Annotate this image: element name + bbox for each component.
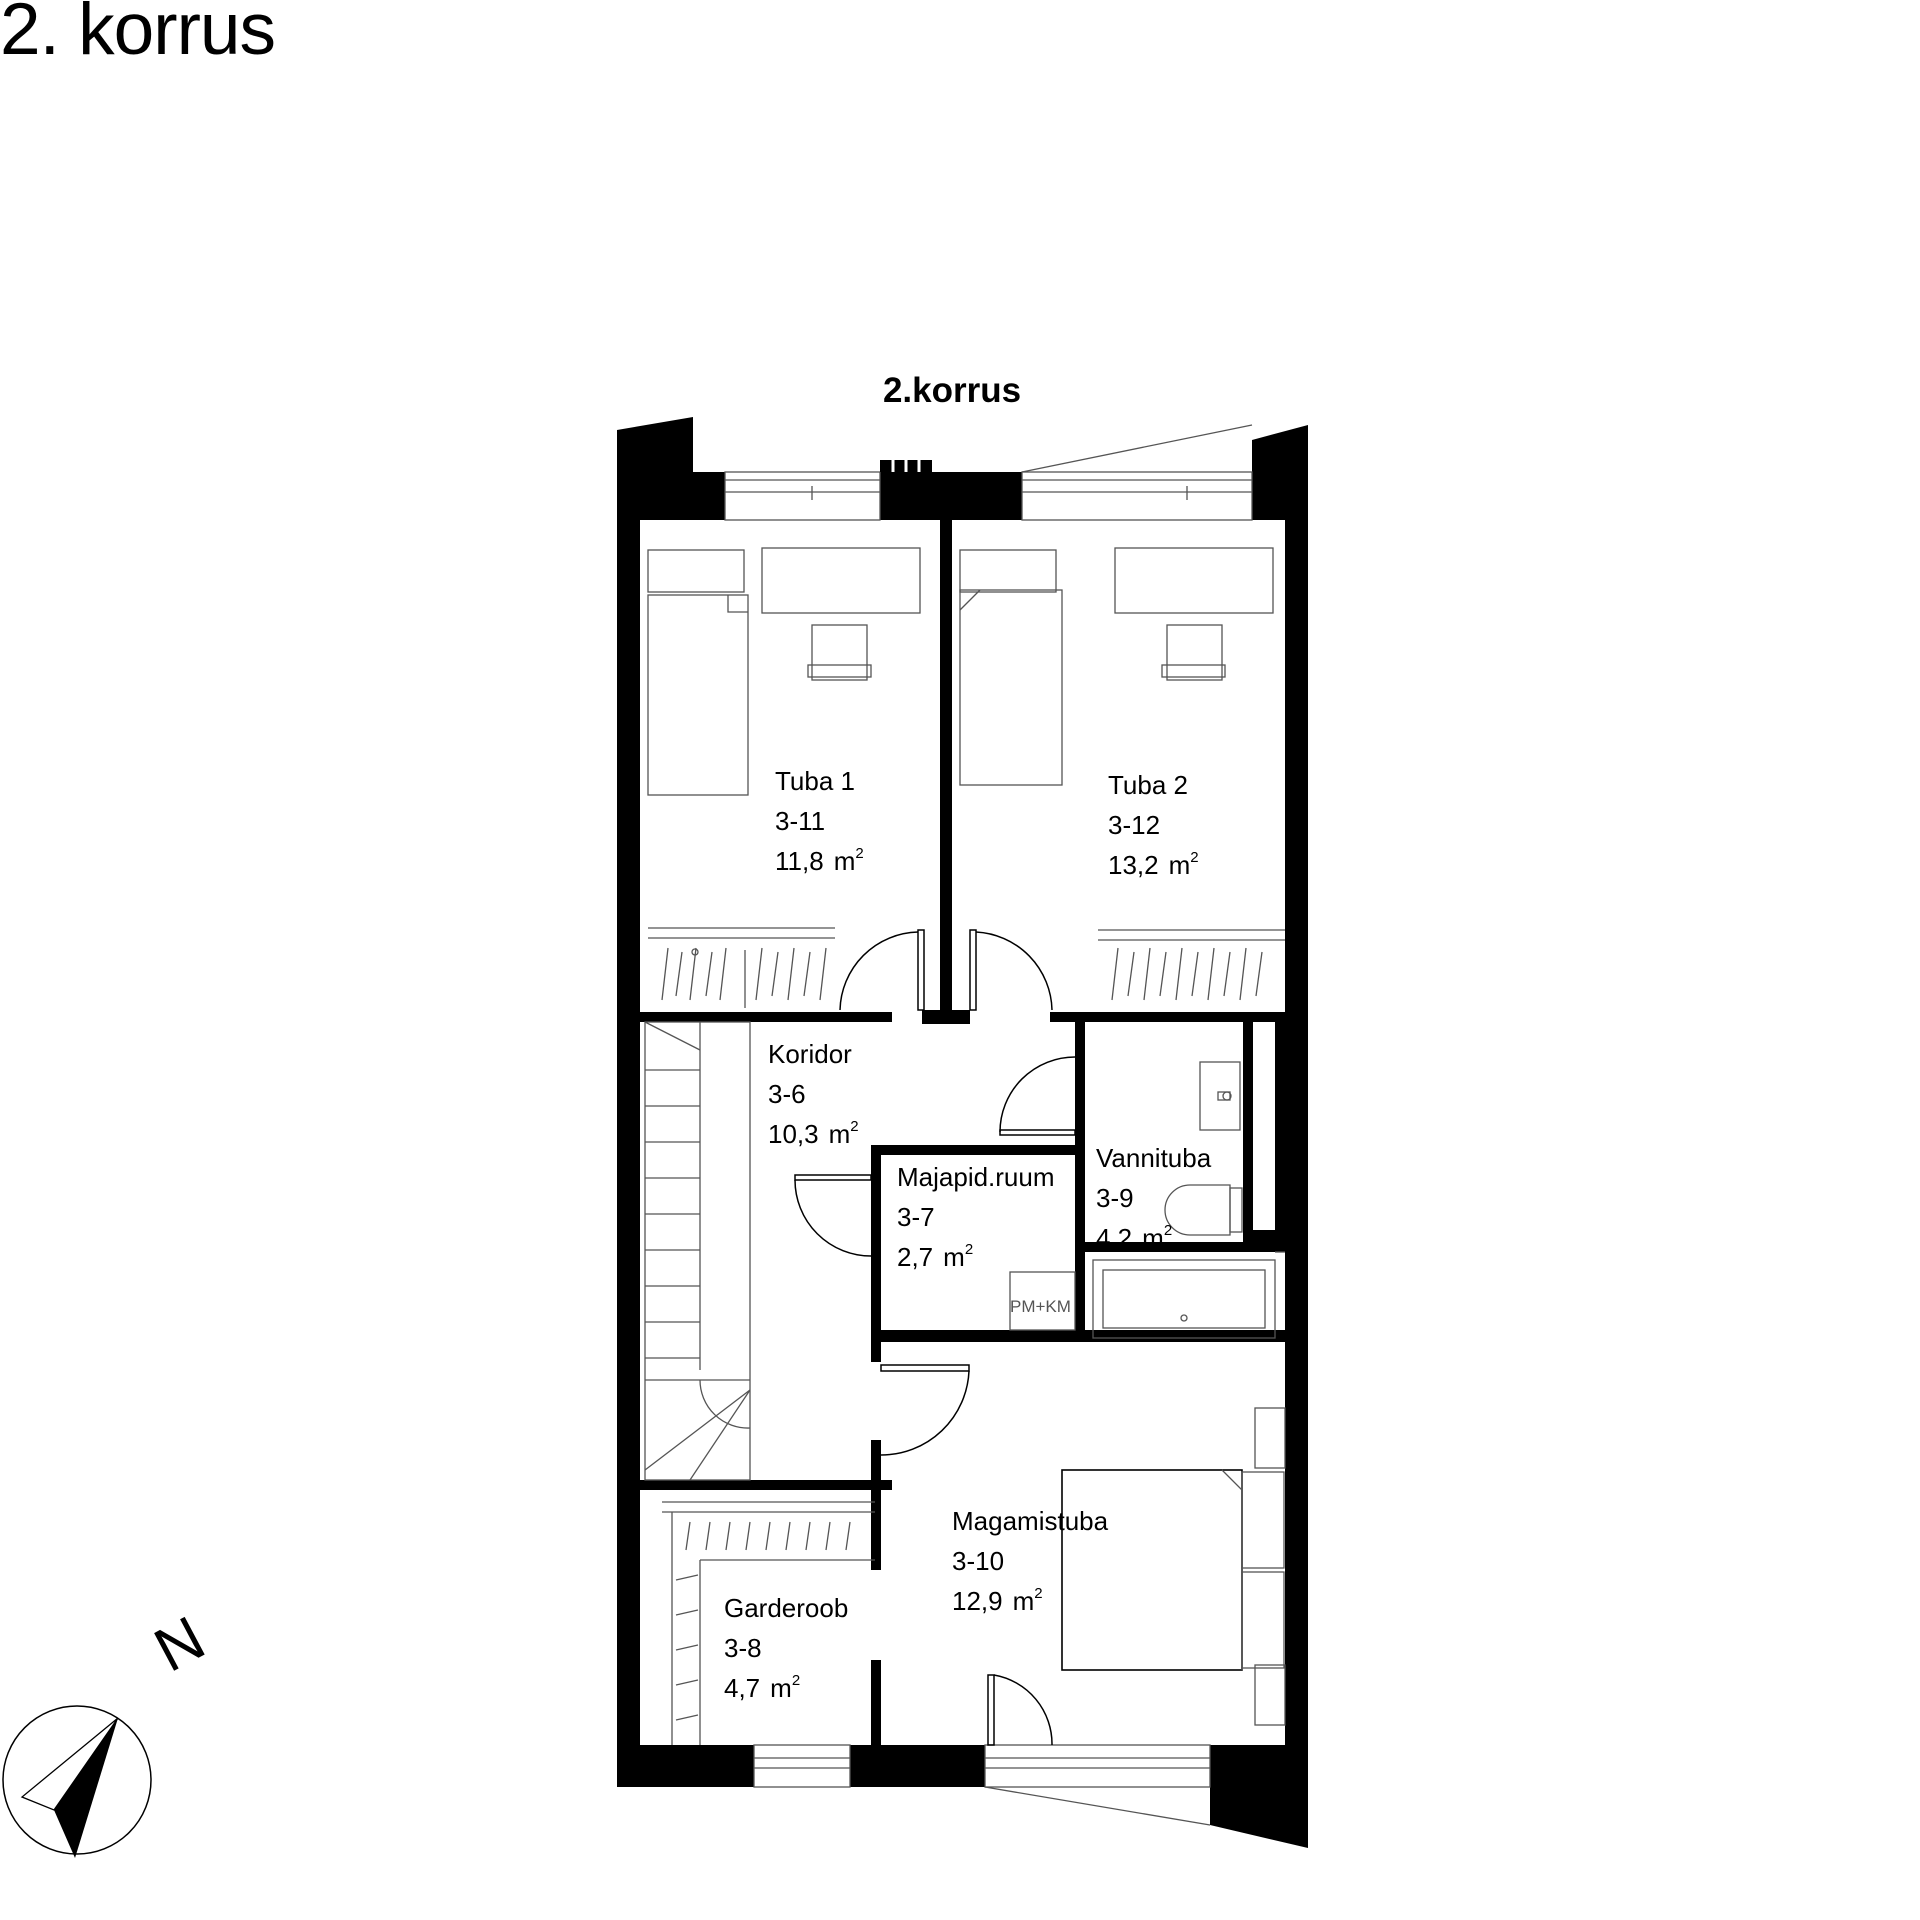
svg-text:3-11: 3-11 bbox=[775, 806, 825, 836]
doors bbox=[794, 929, 1076, 1746]
svg-text:Vannituba: Vannituba bbox=[1096, 1143, 1212, 1173]
svg-text:Koridor: Koridor bbox=[768, 1039, 852, 1069]
tuba1-furniture bbox=[647, 547, 921, 1008]
svg-text:2,7m2: 2,7m2 bbox=[897, 1241, 973, 1272]
appliance-label: PM+KM bbox=[1010, 1297, 1071, 1316]
bottom-windows bbox=[753, 1744, 1211, 1826]
svg-text:4,2m2: 4,2m2 bbox=[1096, 1222, 1172, 1253]
svg-text:3-9: 3-9 bbox=[1096, 1183, 1134, 1213]
svg-text:Tuba 1: Tuba 1 bbox=[775, 766, 855, 796]
svg-text:3-12: 3-12 bbox=[1108, 810, 1160, 840]
svg-text:Garderoob: Garderoob bbox=[724, 1593, 848, 1623]
svg-text:Magamistuba: Magamistuba bbox=[952, 1506, 1109, 1536]
compass: N bbox=[2, 1604, 216, 1858]
svg-text:11,8m2: 11,8m2 bbox=[775, 845, 864, 876]
compass-circle-icon bbox=[2, 1705, 152, 1855]
svg-text:10,3m2: 10,3m2 bbox=[768, 1118, 859, 1149]
svg-text:4,7m2: 4,7m2 bbox=[724, 1672, 800, 1703]
wardrobe-shelving bbox=[662, 1501, 875, 1745]
compass-needle-icon bbox=[54, 1718, 118, 1858]
svg-text:3-10: 3-10 bbox=[952, 1546, 1004, 1576]
plan-title: 2.korrus bbox=[883, 371, 1021, 410]
tuba2-furniture bbox=[959, 547, 1285, 1001]
svg-text:3-8: 3-8 bbox=[724, 1633, 762, 1663]
svg-text:12,9m2: 12,9m2 bbox=[952, 1585, 1043, 1616]
exterior-walls bbox=[617, 417, 1308, 1848]
page-title: 2. korrus bbox=[0, 0, 276, 70]
svg-text:3-6: 3-6 bbox=[768, 1079, 806, 1109]
interior-walls bbox=[640, 520, 1285, 1745]
bathroom-fixtures bbox=[1092, 1061, 1285, 1339]
svg-text:Tuba 2: Tuba 2 bbox=[1108, 770, 1188, 800]
utility-appliances: PM+KM bbox=[1009, 1271, 1076, 1331]
staircase bbox=[644, 1021, 751, 1481]
compass-north-label: N bbox=[144, 1604, 216, 1686]
svg-text:13,2m2: 13,2m2 bbox=[1108, 849, 1199, 880]
bedroom-furniture bbox=[1061, 1407, 1286, 1726]
svg-text:3-7: 3-7 bbox=[897, 1202, 935, 1232]
top-windows bbox=[724, 424, 1253, 521]
svg-text:Majapid.ruum: Majapid.ruum bbox=[897, 1162, 1055, 1192]
